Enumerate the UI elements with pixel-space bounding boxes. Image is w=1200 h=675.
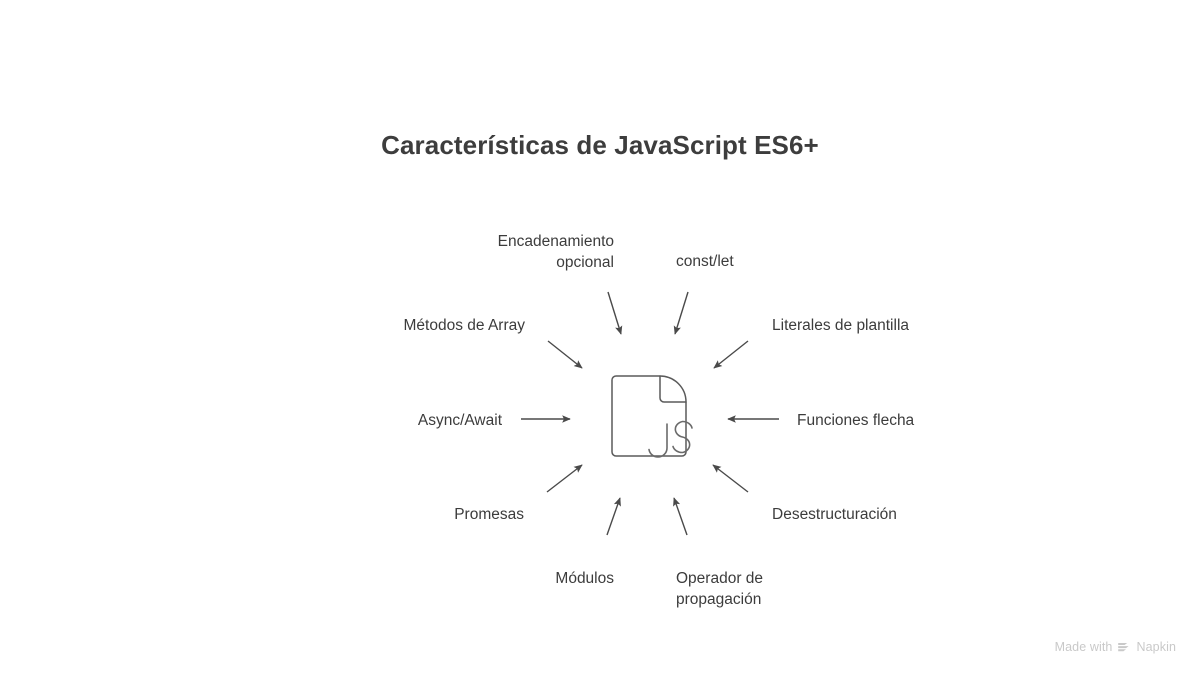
node-label-modulos: Módulos: [555, 570, 614, 587]
watermark-prefix: Made with: [1054, 640, 1113, 654]
arrow-modulos: [606, 497, 621, 536]
arrow-desestructuracion: [712, 464, 749, 493]
arrow-operador: [673, 497, 688, 536]
watermark-brand: Napkin: [1136, 640, 1176, 654]
page-title: Características de JavaScript ES6+: [381, 130, 819, 160]
node-label-operador-de-propagacion: Operador de propagación: [676, 570, 764, 608]
node-label-const-let: const/let: [676, 253, 734, 270]
node-label-metodos-array: Métodos de Array: [403, 317, 525, 334]
js-letterform: [648, 420, 693, 458]
node-label-literales-de-plantilla: Literales de plantilla: [772, 317, 910, 334]
napkin-watermark[interactable]: Made with Napkin: [1055, 640, 1176, 654]
node-label-async-await: Async/Await: [417, 412, 502, 429]
arrow-encadenamiento: [607, 291, 623, 335]
arrow-metodos-array: [547, 340, 583, 369]
node-label-desestructuracion: Desestructuración: [772, 506, 897, 523]
node-label-promesas: Promesas: [454, 506, 524, 523]
napkin-logo-icon: [1118, 643, 1130, 652]
js-file-icon: [611, 375, 693, 458]
arrow-const-let: [673, 291, 689, 335]
arrow-literales: [713, 340, 749, 369]
node-label-funciones-flecha: Funciones flecha: [797, 412, 915, 429]
node-label-encadenamiento: Encadenamiento opcional: [497, 233, 614, 271]
arrow-promesas: [546, 464, 583, 493]
